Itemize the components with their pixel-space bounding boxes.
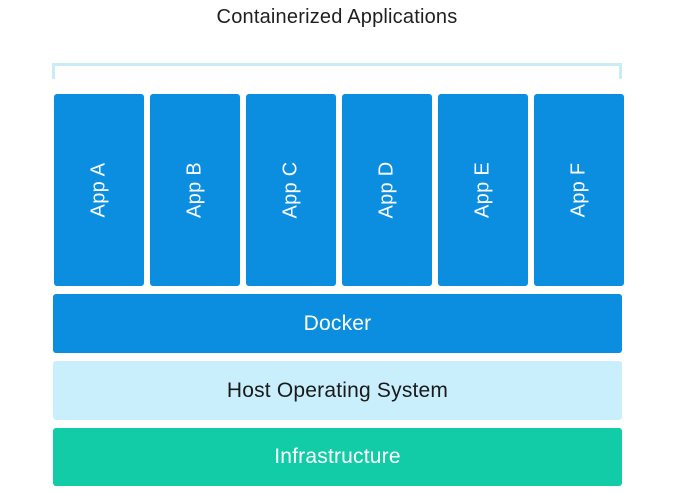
docker-label: Docker xyxy=(303,311,372,335)
diagram-title: Containerized Applications xyxy=(216,6,458,28)
docker-layer: Docker xyxy=(53,294,622,353)
app-b-block: App B xyxy=(150,94,240,286)
host-os-layer: Host Operating System xyxy=(53,361,622,420)
app-a-label: App A xyxy=(87,162,110,218)
app-b-label: App B xyxy=(183,162,206,218)
apps-row: App A App B App C App D App E App F xyxy=(54,94,624,286)
infrastructure-label: Infrastructure xyxy=(274,445,401,468)
app-e-block: App E xyxy=(438,94,528,286)
infrastructure-layer: Infrastructure xyxy=(53,428,622,486)
app-e-label: App E xyxy=(471,162,494,218)
host-os-label: Host Operating System xyxy=(226,378,449,402)
app-d-block: App D xyxy=(342,94,432,286)
app-f-block: App F xyxy=(534,94,624,286)
app-a-block: App A xyxy=(54,94,144,286)
app-c-block: App C xyxy=(246,94,336,286)
app-c-label: App C xyxy=(279,161,302,219)
app-f-label: App F xyxy=(567,162,590,218)
apps-bracket xyxy=(52,63,622,79)
app-d-label: App D xyxy=(375,161,398,219)
